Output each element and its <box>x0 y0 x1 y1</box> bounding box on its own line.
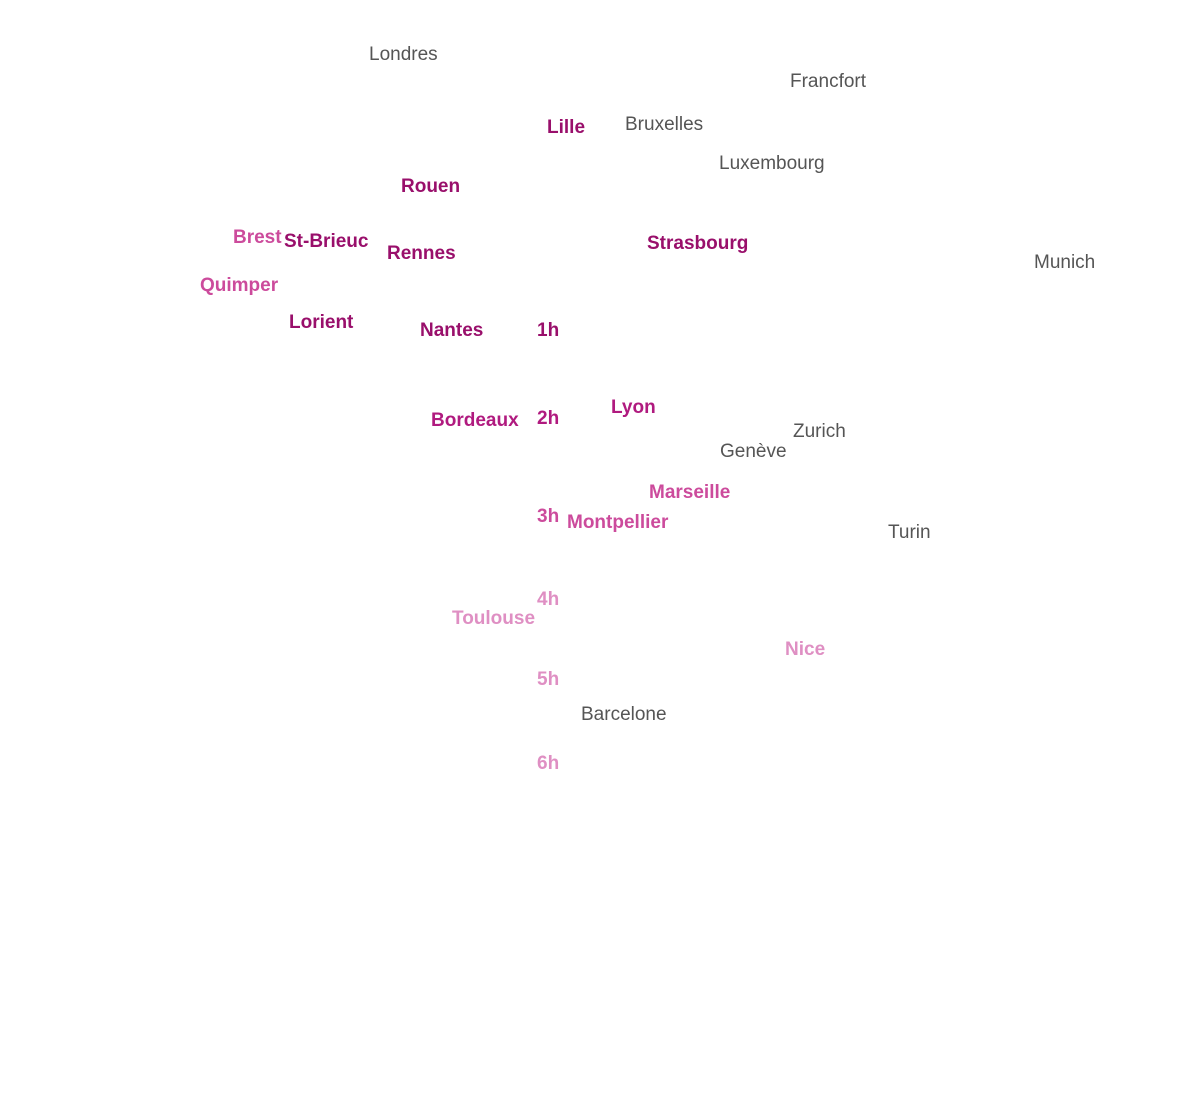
city-label-strasbourg: Strasbourg <box>647 233 749 254</box>
city-label-nice: Nice <box>785 639 826 660</box>
city-label-rouen: Rouen <box>401 176 461 197</box>
city-label-lorient: Lorient <box>289 312 354 333</box>
time-ring-label-2h: 2h <box>537 408 560 429</box>
city-label-francfort: Francfort <box>790 71 867 92</box>
time-ring-label-6h: 6h <box>537 753 560 774</box>
city-label-turin: Turin <box>888 522 931 543</box>
city-label-st-brieuc: St-Brieuc <box>284 231 369 252</box>
city-label-munich: Munich <box>1034 252 1096 273</box>
city-label-lille: Lille <box>547 117 586 138</box>
city-label-bruxelles: Bruxelles <box>625 114 704 135</box>
city-label-montpellier: Montpellier <box>567 512 669 533</box>
city-label-zurich: Zurich <box>793 421 846 442</box>
city-label-marseille: Marseille <box>649 482 731 503</box>
time-ring-label-1h: 1h <box>537 320 560 341</box>
city-label-quimper: Quimper <box>200 275 279 296</box>
time-ring-label-3h: 3h <box>537 506 560 527</box>
city-label-londres: Londres <box>369 44 438 65</box>
time-ring-label-5h: 5h <box>537 669 560 690</box>
city-label-rennes: Rennes <box>387 243 456 264</box>
city-label-barcelone: Barcelone <box>581 704 667 725</box>
city-label-lyon: Lyon <box>611 397 656 418</box>
city-label-bordeaux: Bordeaux <box>431 410 519 431</box>
city-label-brest: Brest <box>233 227 282 248</box>
city-label-toulouse: Toulouse <box>452 608 536 629</box>
city-label-luxembourg: Luxembourg <box>719 153 825 174</box>
time-ring-label-4h: 4h <box>537 589 560 610</box>
city-label-nantes: Nantes <box>420 320 484 341</box>
city-label-geneve: Genève <box>720 441 787 462</box>
